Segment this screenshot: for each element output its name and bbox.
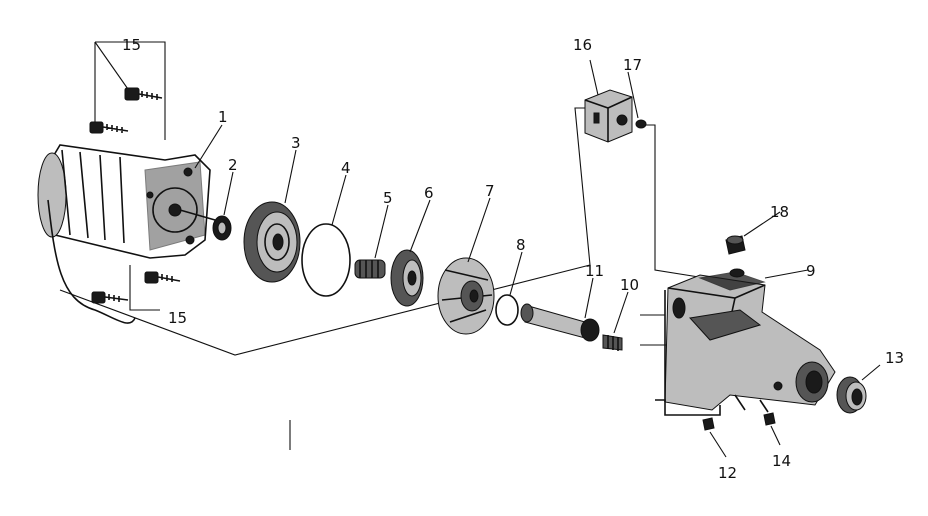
seal-spring-part-5: [354, 259, 386, 279]
drain-plug-part-14: [763, 412, 776, 426]
label-12: 12: [718, 464, 737, 482]
label-7: 7: [485, 182, 495, 200]
diffuser-part-7: [437, 257, 495, 335]
screws-part-15: [89, 87, 181, 304]
plug-part-18: [725, 235, 746, 255]
nozzle-part-10: [602, 334, 623, 351]
screw-bottom-1: [144, 271, 181, 284]
label-6: 6: [424, 184, 434, 202]
label-5: 5: [383, 189, 393, 207]
label-16: 16: [573, 36, 592, 54]
nut-part-2: [212, 215, 232, 241]
label-17: 17: [623, 56, 642, 74]
label-14: 14: [772, 452, 791, 470]
screw-bottom-2: [91, 291, 129, 304]
venturi-tube-part-11: [520, 303, 600, 342]
callout-leaders: [194, 59, 881, 458]
ring-part-8: [495, 294, 519, 326]
fitting-part-17: [635, 119, 647, 129]
label-8: 8: [516, 236, 526, 254]
callout-labels: 15 1 2 3 4 5 6 7 8 11 10 16 17 18 9 13 1…: [122, 36, 904, 482]
drain-plug-part-12: [702, 417, 715, 431]
o-ring-part-4: [301, 223, 351, 297]
label-4: 4: [341, 159, 351, 177]
label-3: 3: [291, 134, 301, 152]
pump-body-part-9: [655, 268, 836, 416]
motor-part-1: [37, 144, 216, 324]
label-18: 18: [770, 203, 789, 221]
seal-plate-part-3: [243, 201, 301, 283]
adapter-part-13: [836, 376, 867, 414]
label-10: 10: [620, 276, 639, 294]
label-1: 1: [218, 108, 228, 126]
label-15-top: 15: [122, 36, 141, 54]
label-15-bottom: 15: [168, 309, 187, 327]
impeller-hub-part-6: [390, 249, 424, 307]
pressure-switch-part-16: [584, 89, 633, 143]
label-13: 13: [885, 349, 904, 367]
assembly-leader-lines: [59, 41, 706, 450]
screw-top-2: [89, 121, 129, 134]
label-9: 9: [806, 262, 816, 280]
screw-top-1: [124, 87, 163, 101]
label-2: 2: [228, 156, 238, 174]
label-11: 11: [585, 262, 604, 280]
